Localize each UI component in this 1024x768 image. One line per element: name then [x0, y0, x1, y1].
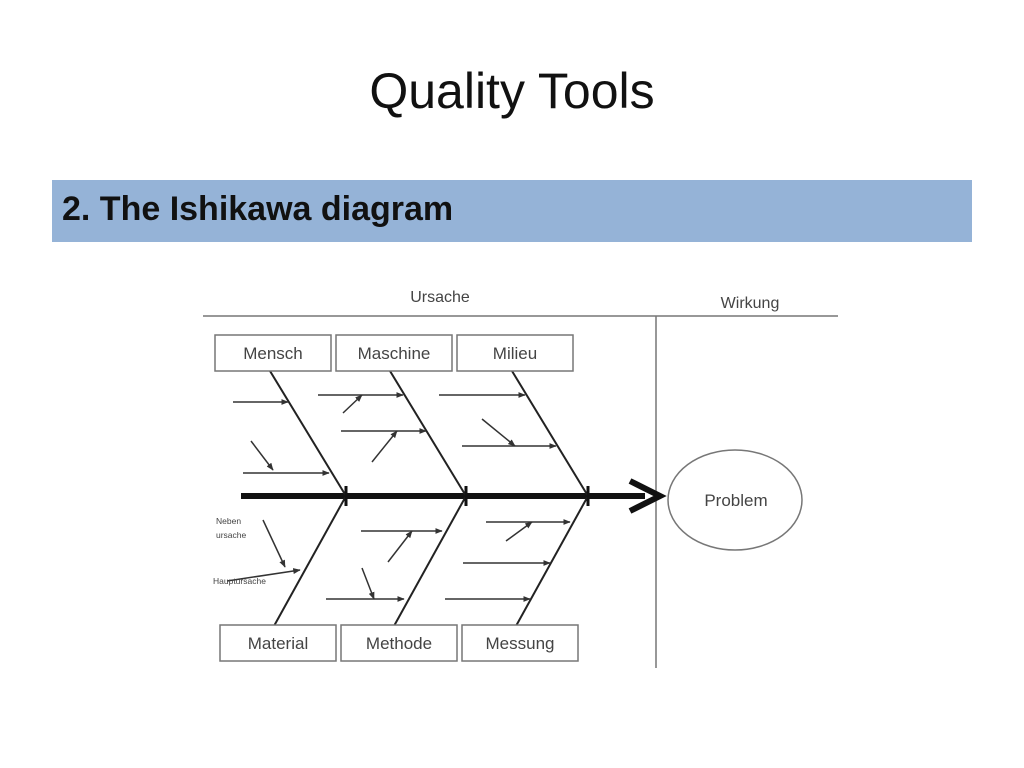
main-bone-milieu — [511, 370, 589, 497]
category-label-methode: Methode — [366, 634, 432, 653]
category-label-milieu: Milieu — [493, 344, 537, 363]
category-box-messung — [461, 624, 579, 662]
section-heading: 2. The Ishikawa diagram — [62, 190, 454, 228]
main-bone-mensch — [269, 370, 347, 497]
category-box-maschine — [335, 334, 453, 372]
category-box-methode — [340, 624, 458, 662]
cause-header: Ursache — [410, 289, 470, 306]
sub-cause-arrow — [342, 394, 363, 414]
main-cause-label: Hauptursache — [213, 576, 266, 586]
sub-cause-label-line: ursache — [216, 530, 247, 540]
sub-cause-arrow — [481, 418, 516, 447]
sub-cause-arrow — [387, 530, 413, 563]
section-banner: 2. The Ishikawa diagram — [52, 180, 972, 242]
sub-cause-label-line: Neben — [216, 516, 241, 526]
category-box-milieu — [456, 334, 574, 372]
category-label-messung: Messung — [486, 634, 555, 653]
problem-ellipse — [667, 449, 803, 551]
problem-label: Problem — [704, 491, 767, 510]
effect-header: Wirkung — [721, 295, 780, 312]
category-label-maschine: Maschine — [358, 344, 431, 363]
category-box-material — [219, 624, 337, 662]
main-bone-messung — [515, 495, 589, 627]
main-bone-maschine — [389, 370, 467, 497]
sub-cause-arrow — [262, 519, 286, 568]
slide-title: Quality Tools — [369, 63, 655, 119]
main-bone-methode — [393, 495, 467, 627]
category-label-material: Material — [248, 634, 308, 653]
category-box-mensch — [214, 334, 332, 372]
sub-cause-arrow — [505, 521, 533, 542]
sub-cause-arrow — [250, 440, 274, 471]
main-bone-material — [273, 495, 347, 627]
sub-cause-arrow — [371, 430, 398, 463]
sub-cause-arrow — [361, 567, 375, 600]
spine-arrowhead — [628, 478, 667, 514]
sub-cause-label: Neben ursache — [216, 516, 247, 540]
category-label-mensch: Mensch — [243, 344, 303, 363]
sub-cause-arrow — [226, 568, 301, 582]
